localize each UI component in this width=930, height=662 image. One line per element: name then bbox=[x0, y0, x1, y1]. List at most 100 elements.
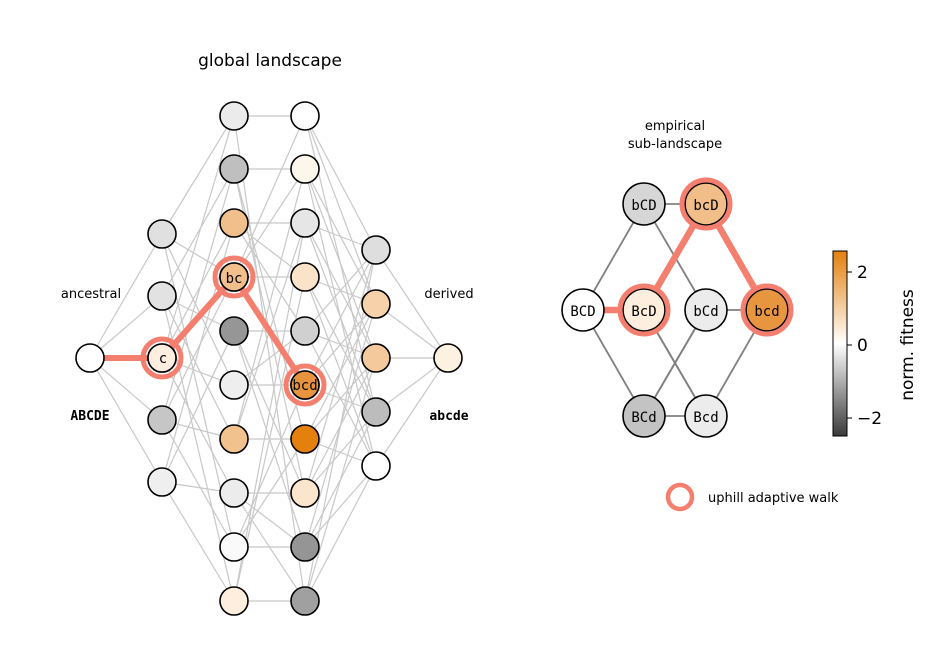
sub-genotype-node bbox=[622, 182, 666, 226]
landscape-edge bbox=[233, 168, 306, 278]
genotype-node bbox=[290, 101, 320, 131]
walk-highlight-ring bbox=[679, 177, 733, 231]
landscape-edge bbox=[304, 357, 377, 602]
colorbar-label: norm. fitness bbox=[898, 289, 918, 401]
node-label-bcD: bcD bbox=[693, 198, 718, 214]
walk-highlight-ring bbox=[283, 363, 327, 407]
genotype-node bbox=[75, 343, 105, 373]
colorbar-tick-label-2: 2 bbox=[857, 263, 868, 283]
node-label-BCD: BCD bbox=[570, 304, 595, 320]
genotype-node bbox=[361, 235, 391, 265]
landscape-edge bbox=[161, 233, 235, 386]
node-label-BCd: BCd bbox=[631, 410, 656, 426]
legend-walk-label: uphill adaptive walk bbox=[708, 491, 839, 506]
genotype-node bbox=[361, 397, 391, 427]
sub-landscape-node-labels: BCD bCD BcD bCd bcD bcd BCd Bcd bbox=[570, 198, 779, 426]
landscape-edge bbox=[304, 411, 377, 494]
walk-path bbox=[583, 200, 770, 314]
landscape-edge bbox=[233, 222, 306, 278]
sub-genotype-node bbox=[684, 394, 728, 438]
node-label-bc: bc bbox=[226, 271, 243, 287]
landscape-edge bbox=[89, 357, 163, 483]
global-landscape-edges bbox=[89, 115, 449, 602]
landscape-edge bbox=[375, 357, 449, 467]
genotype-node bbox=[219, 316, 249, 346]
landscape-edge bbox=[375, 357, 449, 413]
genotype-node bbox=[290, 154, 320, 184]
genotype-node bbox=[433, 343, 463, 373]
node-label-bCD: bCD bbox=[631, 198, 656, 214]
landscape-edge bbox=[161, 115, 235, 235]
derived-label: derived bbox=[424, 287, 473, 302]
landscape-edge bbox=[161, 115, 235, 359]
genotype-node bbox=[290, 424, 320, 454]
sub-landscape-nodes bbox=[561, 177, 794, 438]
genotype-node bbox=[219, 370, 249, 400]
ancestral-label: ancestral bbox=[61, 287, 121, 302]
node-label-Bcd: Bcd bbox=[693, 410, 718, 426]
landscape-edge bbox=[233, 168, 306, 440]
sub-genotype-node bbox=[561, 288, 605, 332]
walk-highlight-ring bbox=[212, 255, 256, 299]
landscape-edge bbox=[161, 330, 235, 483]
genotype-node bbox=[219, 424, 249, 454]
walk-highlight-ring bbox=[140, 336, 184, 380]
global-landscape-panel: global landscape ancestral derived ABCDE… bbox=[61, 51, 474, 616]
landscape-edge bbox=[304, 465, 377, 548]
sub-landscape-title-line1: empirical bbox=[645, 119, 705, 134]
legend: uphill adaptive walk bbox=[665, 482, 839, 512]
genotype-node bbox=[147, 467, 177, 497]
colorbar-tick-label-neg2: −2 bbox=[857, 409, 882, 429]
landscape-edge bbox=[304, 465, 377, 602]
colorbar-gradient bbox=[832, 250, 848, 437]
landscape-edge bbox=[233, 115, 306, 278]
walk-highlight-ring bbox=[617, 283, 671, 337]
genotype-node bbox=[361, 343, 391, 373]
node-label-c: c bbox=[159, 351, 167, 367]
landscape-edge bbox=[161, 481, 235, 602]
genotype-node bbox=[219, 208, 249, 238]
landscape-edge bbox=[304, 249, 377, 494]
genotype-node bbox=[290, 532, 320, 562]
sub-genotype-node bbox=[622, 288, 666, 332]
genotype-node bbox=[219, 154, 249, 184]
empirical-sub-landscape-panel: empirical sub-landscape BCD bCD BcD bCd … bbox=[561, 119, 794, 438]
sub-genotype-node bbox=[745, 288, 789, 332]
genotype-node bbox=[361, 289, 391, 319]
walk-highlight-ring bbox=[740, 283, 794, 337]
landscape-edge bbox=[304, 115, 377, 251]
genotype-node bbox=[219, 586, 249, 616]
landscape-edge bbox=[161, 168, 235, 421]
fitness-colorbar: 2 0 −2 norm. fitness bbox=[832, 250, 918, 437]
sub-landscape-adaptive-walk bbox=[583, 200, 770, 314]
node-label-BcD: BcD bbox=[631, 304, 656, 320]
genotype-node bbox=[290, 262, 320, 292]
node-label-bcd: bcd bbox=[292, 378, 317, 394]
sub-landscape-title-line2: sub-landscape bbox=[628, 137, 722, 152]
genotype-node bbox=[219, 532, 249, 562]
sub-genotype-node bbox=[684, 182, 728, 226]
genotype-node bbox=[290, 316, 320, 346]
walk-path bbox=[90, 274, 308, 387]
ancestral-genotype: ABCDE bbox=[70, 409, 109, 424]
genotype-node bbox=[219, 101, 249, 131]
landscape-edge bbox=[161, 222, 235, 359]
genotype-node bbox=[147, 405, 177, 435]
landscape-edge bbox=[233, 384, 306, 548]
landscape-edge bbox=[161, 222, 235, 483]
landscape-edge bbox=[161, 276, 235, 421]
genotype-node bbox=[147, 219, 177, 249]
landscape-edge bbox=[161, 168, 235, 297]
genotype-node bbox=[147, 281, 177, 311]
landscape-edge bbox=[161, 357, 235, 494]
walk-genotype-node bbox=[147, 343, 177, 373]
genotype-node bbox=[290, 478, 320, 508]
derived-genotype: abcde bbox=[429, 409, 468, 424]
legend-walk-marker bbox=[665, 482, 695, 512]
landscape-edge bbox=[89, 357, 163, 421]
sub-genotype-node bbox=[684, 288, 728, 332]
walk-genotype-node bbox=[219, 262, 249, 292]
sub-genotype-node bbox=[622, 394, 666, 438]
